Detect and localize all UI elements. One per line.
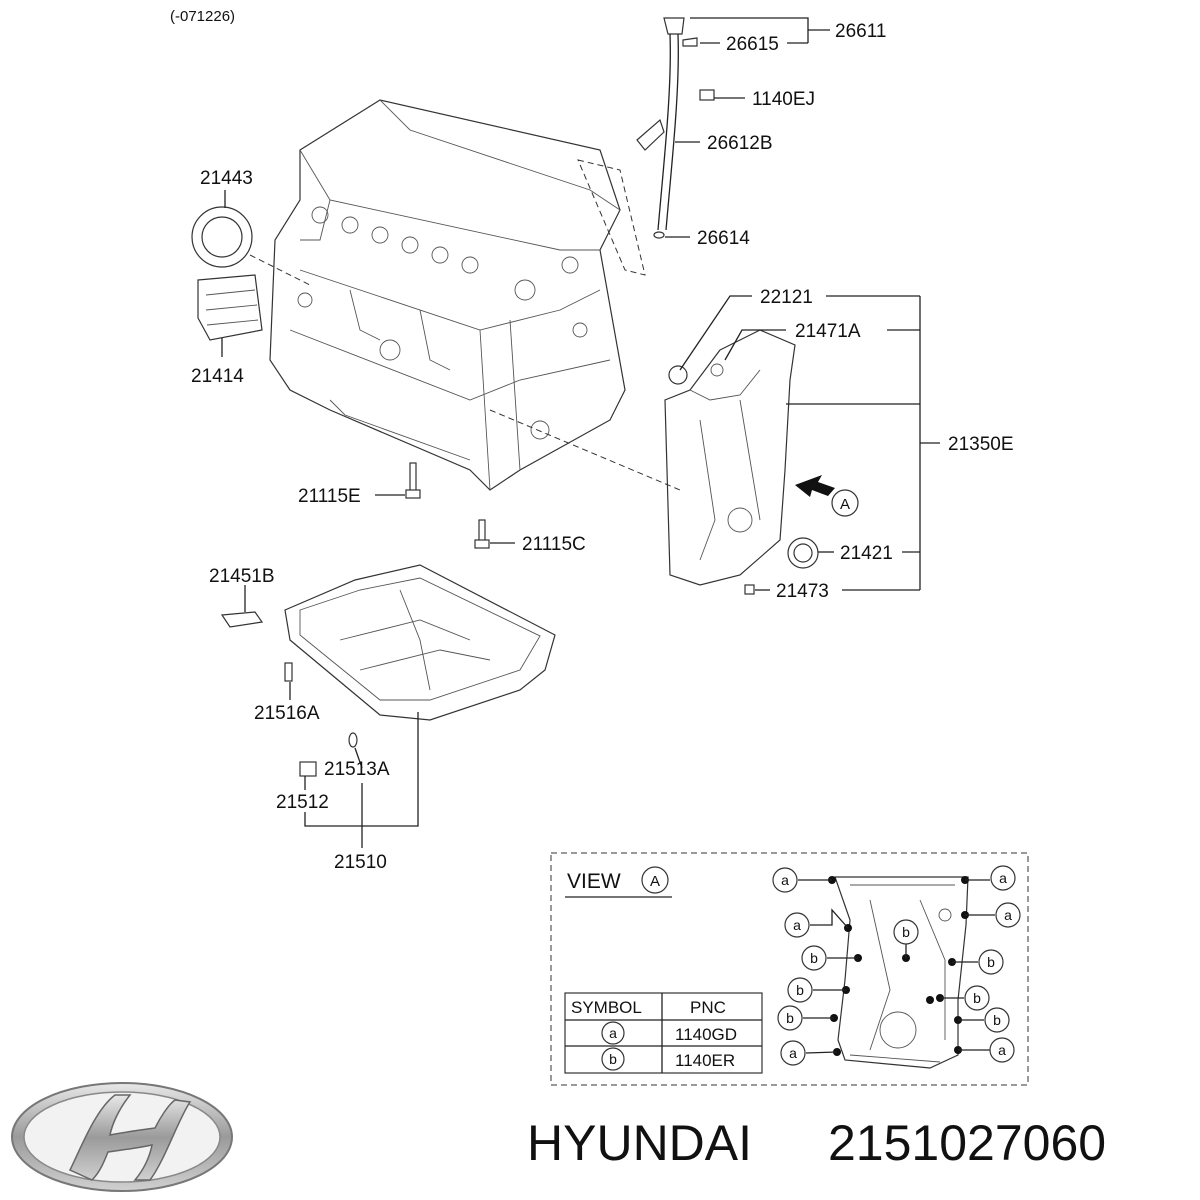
symbol-inner-1: b xyxy=(893,919,919,945)
label-21350E: 21350E xyxy=(948,434,1014,455)
label-21471A: 21471A xyxy=(795,321,861,342)
symbol-right-5: b xyxy=(984,1007,1010,1033)
part-number: 2151027060 xyxy=(828,1115,1106,1171)
label-21451B: 21451B xyxy=(209,566,275,587)
label-21443: 21443 xyxy=(200,168,253,189)
oil-pan-illustration xyxy=(220,564,556,777)
label-26611: 26611 xyxy=(835,21,886,42)
svg-text:a: a xyxy=(781,872,789,888)
view-a-letter: A xyxy=(840,496,850,513)
svg-text:b: b xyxy=(786,1010,794,1026)
svg-text:b: b xyxy=(993,1012,1001,1028)
svg-text:b: b xyxy=(796,982,804,998)
table-row-1-symbol: a xyxy=(609,1025,617,1041)
svg-text:b: b xyxy=(973,990,981,1006)
symbol-left-5: b xyxy=(777,1005,803,1031)
table-header-symbol: SYMBOL xyxy=(571,998,642,1017)
label-21473: 21473 xyxy=(776,581,829,602)
symbol-left-6: a xyxy=(780,1040,806,1066)
table-row-2-pnc: 1140ER xyxy=(675,1051,735,1070)
view-title-marker xyxy=(641,866,669,894)
view-a-marker xyxy=(831,489,859,517)
view-a-panel: VIEW A xyxy=(550,852,1029,1086)
table-header-pnc: PNC xyxy=(690,998,726,1017)
symbol-right-3: b xyxy=(978,949,1004,975)
symbol-right-4: b xyxy=(964,985,990,1011)
svg-text:b: b xyxy=(902,924,910,940)
symbol-pnc-table: SYMBOL PNC a 1140GD b 1140ER xyxy=(564,992,763,1074)
svg-text:a: a xyxy=(789,1045,797,1061)
label-21421: 21421 xyxy=(840,543,893,564)
table-row-1-pnc: 1140GD xyxy=(675,1025,737,1044)
hyundai-logo xyxy=(11,1082,233,1192)
label-1140EJ: 1140EJ xyxy=(752,89,815,110)
engine-block-illustration xyxy=(269,99,626,491)
date-code: (-071226) xyxy=(170,8,235,25)
svg-text:a: a xyxy=(793,917,801,933)
callout-leaders xyxy=(221,17,940,848)
label-21115E: 21115E xyxy=(298,486,361,507)
label-26612B: 26612B xyxy=(707,133,773,154)
svg-text:b: b xyxy=(810,950,818,966)
symbol-left-3: b xyxy=(801,945,827,971)
svg-text:a: a xyxy=(1004,907,1012,923)
symbol-right-1: a xyxy=(990,865,1016,891)
symbol-left-4: b xyxy=(787,977,813,1003)
part-labels: 26611 26615 1140EJ 26612B 26614 21443 21… xyxy=(191,21,1014,873)
label-21516A: 21516A xyxy=(254,703,320,724)
svg-text:a: a xyxy=(998,1042,1006,1058)
block-bolts-illustration xyxy=(405,462,490,549)
symbol-left-1: a xyxy=(772,867,798,893)
symbol-right-2: a xyxy=(995,902,1021,928)
symbol-left-2: a xyxy=(784,912,810,938)
svg-text:a: a xyxy=(999,870,1007,886)
rear-seal-illustration xyxy=(191,206,311,341)
table-row-2-symbol: b xyxy=(609,1051,617,1067)
dipstick-illustration xyxy=(577,17,715,276)
label-21513A: 21513A xyxy=(324,759,390,780)
svg-text:b: b xyxy=(987,954,995,970)
label-21510: 21510 xyxy=(334,852,387,873)
label-22121: 22121 xyxy=(760,287,813,308)
view-title-letter: A xyxy=(650,873,660,890)
label-21414: 21414 xyxy=(191,366,244,387)
label-21512: 21512 xyxy=(276,792,329,813)
label-26615: 26615 xyxy=(726,34,779,55)
brand-name: HYUNDAI xyxy=(527,1115,752,1171)
timing-cover-illustration: A xyxy=(489,329,859,595)
label-26614: 26614 xyxy=(697,228,750,249)
label-21115C: 21115C xyxy=(522,534,586,555)
symbol-right-6: a xyxy=(989,1037,1015,1063)
view-title: VIEW xyxy=(567,870,621,893)
